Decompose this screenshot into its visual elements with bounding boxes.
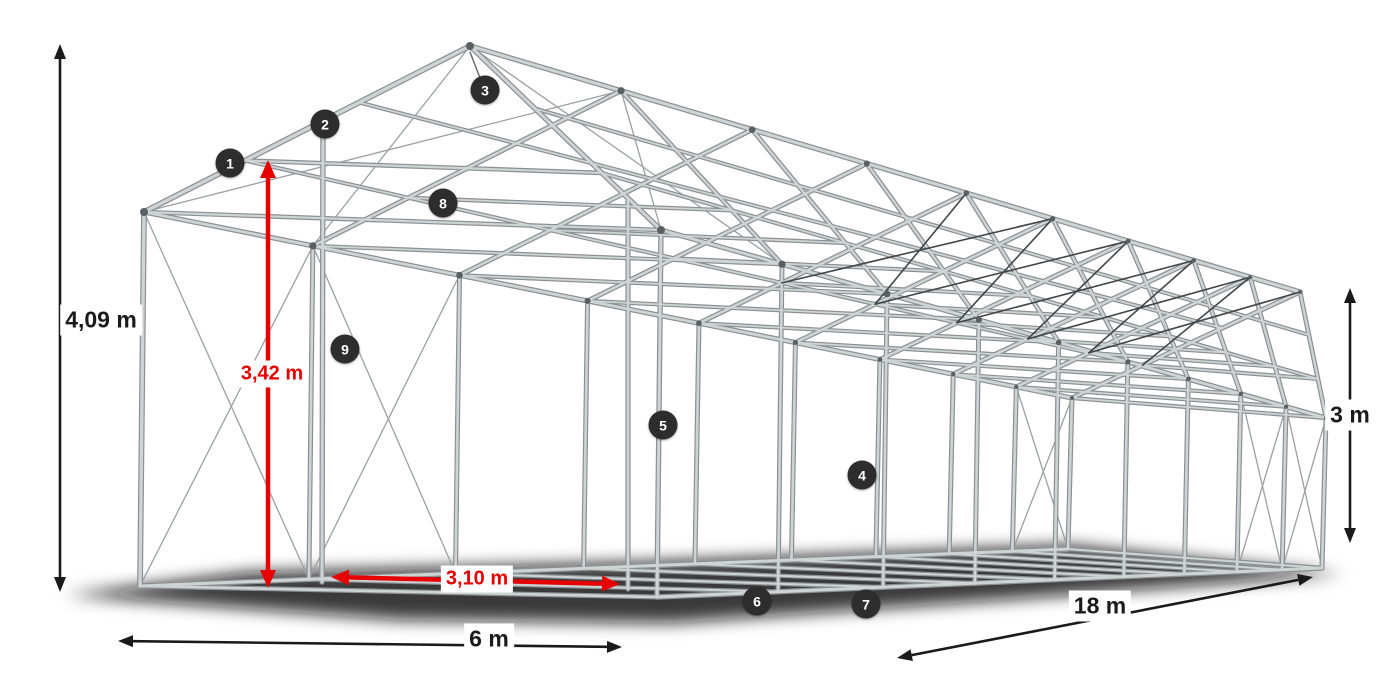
frame-tubes: [138, 44, 1328, 599]
dimension-side-height: 3 m: [1325, 399, 1375, 431]
callout-badge-6: 6: [742, 586, 772, 616]
frame-joints: [140, 42, 1328, 420]
callout-badge-9: 9: [330, 334, 360, 364]
bracing-cables: [139, 45, 1327, 587]
dimension-front-width: 6 m: [464, 623, 514, 655]
callout-badge-4: 4: [847, 460, 877, 490]
callout-badge-5: 5: [648, 410, 678, 440]
dimension-total-height: 4,09 m: [60, 304, 142, 336]
dimension-inner-height: 3,42 m: [235, 360, 309, 388]
dimension-arrows: [54, 44, 1356, 662]
callout-badge-1: 1: [215, 148, 245, 178]
callout-badge-2: 2: [310, 109, 340, 139]
roof-dark-bracing: [781, 192, 1301, 366]
callout-badge-8: 8: [428, 188, 458, 218]
dimension-length: 18 m: [1068, 590, 1132, 622]
callout-badge-3: 3: [470, 75, 500, 105]
callout-badge-7: 7: [851, 589, 881, 619]
dimension-passage-width: 3,10 m: [440, 565, 514, 593]
